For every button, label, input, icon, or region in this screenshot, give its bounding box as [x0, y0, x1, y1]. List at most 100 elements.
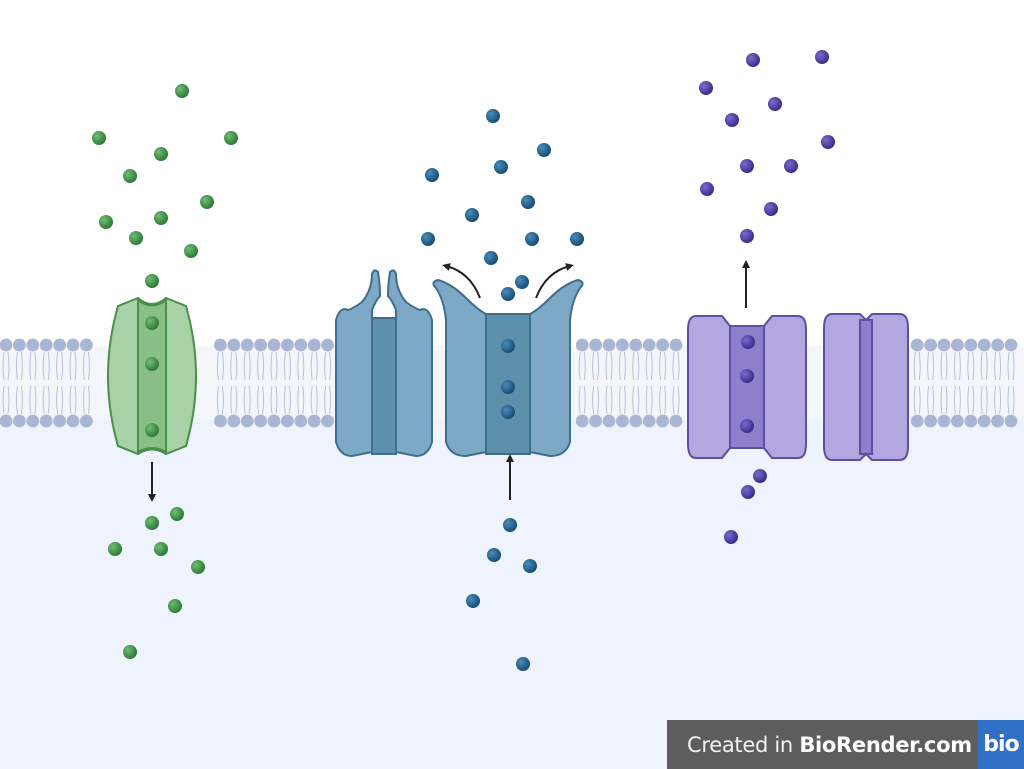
blue-ion — [521, 195, 535, 209]
lipid-head — [39, 414, 53, 428]
lipid-head — [1004, 414, 1018, 428]
lipid-head — [977, 338, 991, 352]
green-ion — [108, 542, 122, 556]
lipid-tail — [270, 351, 278, 415]
lipid-tail — [56, 351, 64, 415]
blue-ion — [484, 251, 498, 265]
lipid-head — [321, 414, 334, 428]
lipid-tail — [605, 351, 613, 415]
blue-ion — [501, 339, 515, 353]
lipid-head — [80, 338, 93, 352]
green-ion — [168, 599, 182, 613]
lipid-head — [13, 414, 26, 428]
lipid-head — [656, 338, 669, 352]
green-channel-pore — [137, 297, 167, 454]
purple-ion — [741, 335, 755, 349]
blue-ion — [525, 232, 539, 246]
lipid-head — [214, 414, 227, 428]
green-ion — [145, 357, 159, 371]
lipid-tail — [2, 351, 10, 415]
lipid-tail — [15, 351, 23, 415]
green-ion — [129, 231, 143, 245]
blue-ion — [466, 594, 480, 608]
blue-ion — [494, 160, 508, 174]
lipid-head — [227, 338, 241, 352]
lipid-tail — [980, 351, 988, 415]
green-ion — [191, 560, 205, 574]
lipid-head — [254, 338, 267, 352]
lipid-tail — [42, 351, 50, 415]
gated-channel-right-half — [386, 269, 433, 458]
lipid-head — [951, 414, 964, 428]
blue-closed-channel[interactable] — [335, 269, 433, 458]
purple-ion — [740, 419, 754, 433]
lipid-head — [80, 414, 93, 428]
lipid-tail — [578, 351, 586, 415]
purple-ion — [815, 50, 829, 64]
lipid-head — [53, 414, 66, 428]
lipid-head — [977, 414, 991, 428]
blue-ion — [516, 657, 530, 671]
green-channel[interactable] — [107, 296, 197, 456]
lipid-head — [0, 414, 13, 428]
lipid-head — [910, 414, 924, 428]
lipid-tail — [297, 351, 305, 415]
lipid-head — [53, 338, 66, 352]
blue-ion — [503, 518, 517, 532]
lipid-head — [589, 414, 602, 428]
lipid-tail — [243, 351, 251, 415]
lipid-tail — [994, 351, 1002, 415]
lipid-head — [294, 414, 308, 428]
purple-ion — [724, 530, 738, 544]
lipid-head — [1004, 338, 1018, 352]
purple-ion — [764, 202, 778, 216]
lipid-head — [589, 338, 602, 352]
purple-closed-channel[interactable] — [823, 313, 909, 461]
arrow-icon — [535, 263, 574, 299]
lipid-head — [240, 338, 254, 352]
lipid-head — [26, 414, 40, 428]
purple-ion — [768, 97, 782, 111]
lipid-head — [254, 414, 267, 428]
lipid-head — [281, 414, 294, 428]
pump-channel-closed-core — [859, 319, 873, 455]
lipid-head — [267, 414, 281, 428]
biorender-watermark[interactable]: Created in BioRender.com bio — [667, 720, 1024, 769]
green-ion — [145, 274, 159, 288]
watermark-text: Created in BioRender.com — [667, 733, 978, 757]
lipid-head — [642, 414, 656, 428]
lipid-head — [26, 338, 40, 352]
green-ion — [123, 169, 137, 183]
gated-channel-icon — [335, 269, 382, 458]
lipid-tail — [618, 351, 626, 415]
purple-ion — [700, 182, 714, 196]
lipid-head — [910, 338, 924, 352]
green-ion — [154, 147, 168, 161]
lipid-head — [66, 414, 80, 428]
lipid-head — [964, 414, 978, 428]
purple-ion — [725, 113, 739, 127]
lipid-tail — [324, 351, 332, 415]
ions-layer — [92, 50, 835, 671]
lipid-head — [924, 338, 937, 352]
lipid-tail — [230, 351, 238, 415]
lipid-tail — [592, 351, 600, 415]
lipid-tail — [29, 351, 37, 415]
blue-ion — [487, 548, 501, 562]
lipid-head — [924, 414, 937, 428]
flux-arrows — [148, 260, 750, 502]
purple-ion — [784, 159, 798, 173]
watermark-brand: BioRender.com — [799, 732, 972, 757]
green-ion — [92, 131, 106, 145]
lipid-tail — [310, 351, 318, 415]
lipid-tail — [953, 351, 961, 415]
blue-ion — [523, 559, 537, 573]
blue-ion — [501, 405, 515, 419]
green-ion — [200, 195, 214, 209]
green-ion — [145, 423, 159, 437]
lipid-head — [240, 414, 254, 428]
lipid-head — [937, 338, 951, 352]
lipid-tail — [257, 351, 265, 415]
lipid-tail — [82, 351, 90, 415]
